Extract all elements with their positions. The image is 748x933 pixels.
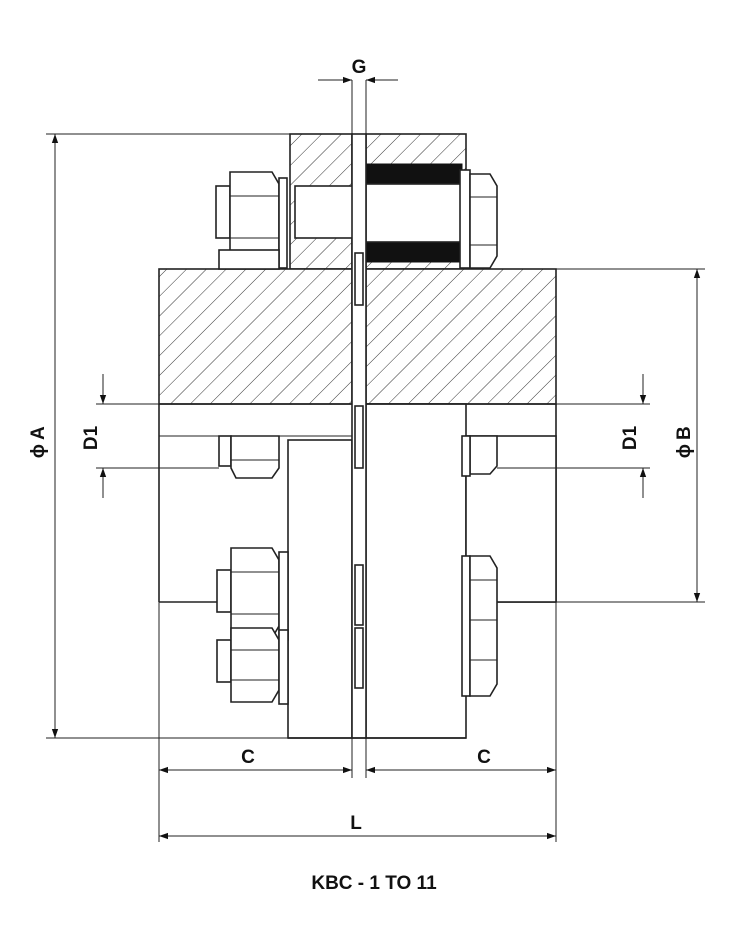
hex-nut-left-lower-1 (216, 547, 289, 641)
coupling-pin (294, 163, 498, 269)
right-hub-body (365, 403, 557, 739)
dimension-l: L (159, 813, 556, 840)
dimension-c: C C (158, 602, 557, 842)
drawing-caption: KBC - 1 TO 11 (311, 873, 437, 894)
dim-label-b: B (674, 426, 695, 440)
rubber-bush-top (365, 163, 463, 185)
hex-nut-right-lower (461, 555, 498, 697)
dimension-d1-right: D1 (497, 374, 650, 498)
center-plates (351, 133, 367, 739)
left-hub-body (159, 403, 353, 739)
dim-label-c-right: C (477, 747, 491, 768)
dim-symbol-b: ϕ (674, 444, 695, 458)
dimension-b: ϕ B (556, 268, 705, 603)
dim-label-d1-left: D1 (81, 425, 102, 450)
hex-nut-left-lower-2 (216, 627, 289, 705)
hex-nut-left-middle (218, 435, 280, 479)
dimension-d1-left: D1 (81, 374, 219, 498)
hex-nut-right-middle (461, 435, 498, 477)
dim-label-g: G (352, 57, 367, 78)
dim-label-l: L (350, 813, 362, 834)
dim-label-a: A (28, 426, 49, 440)
pin-nut-left-top (215, 171, 288, 270)
dimension-a: ϕ A (28, 133, 290, 739)
dim-symbol-a: ϕ (28, 444, 49, 458)
dim-label-c-left: C (241, 747, 255, 768)
rubber-bush-bottom (365, 241, 463, 263)
dimension-g: G (318, 57, 398, 134)
dim-label-d1-right: D1 (620, 425, 641, 450)
